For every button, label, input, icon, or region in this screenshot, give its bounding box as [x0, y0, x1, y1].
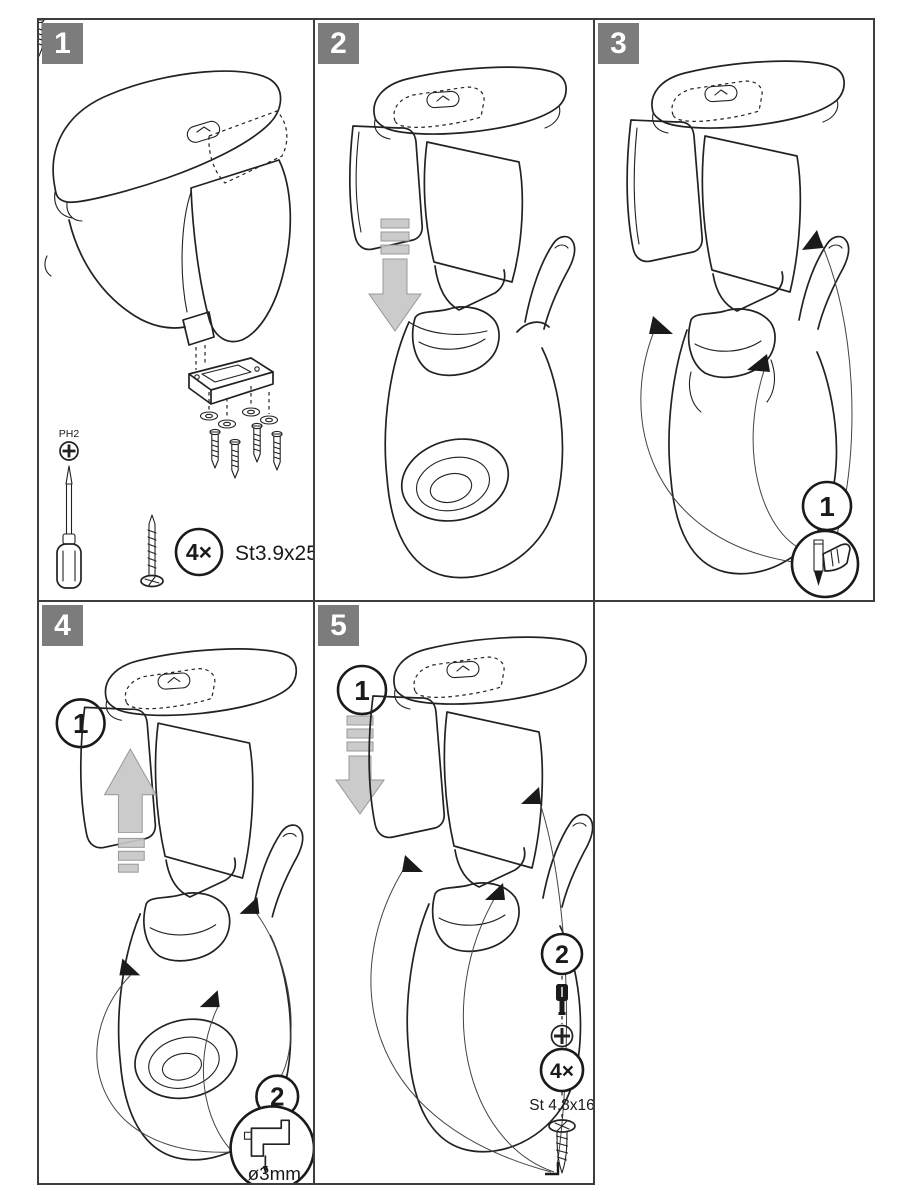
panel-3-illustration: 1 [626, 60, 860, 599]
screwdriver-black-icon [556, 984, 568, 1015]
drill-callout: 2 ø3mm [229, 1074, 313, 1183]
assembly-illustration [79, 648, 304, 1161]
armrest-illustration [368, 636, 587, 888]
quantity-label: 4× [186, 539, 212, 565]
phillips-head-icon [550, 1024, 574, 1048]
latch-tab [704, 84, 738, 103]
console-illustration [384, 235, 576, 579]
step-number: 5 [330, 608, 347, 642]
exploded-fasteners [39, 20, 283, 479]
quantity-badge: 4× [174, 527, 224, 577]
callout-number: 1 [354, 675, 370, 706]
step-number-box: 5 [318, 605, 359, 646]
fixing-point-arrows [96, 896, 292, 1157]
armrest-illustration [349, 66, 567, 311]
step-number: 3 [610, 26, 627, 60]
callout-number: 2 [555, 941, 569, 969]
bracket-icon [188, 357, 274, 405]
callout-number: 1 [73, 708, 88, 739]
step-panel-4: 4 1 [37, 600, 315, 1185]
panel-5-illustration: 1 [335, 636, 593, 1176]
console-illustration [117, 824, 304, 1161]
ph2-bit-icon [59, 441, 79, 461]
marker-pen-icon [813, 539, 851, 586]
panel-1-illustration: PH2 4× [39, 20, 313, 589]
fit-callout: 1 [336, 664, 388, 716]
tools-row: PH2 4× [56, 428, 313, 589]
step-number-box: 4 [42, 605, 83, 646]
drill-icon [243, 1119, 291, 1174]
callout-number: 2 [270, 1083, 284, 1111]
step-number: 1 [54, 26, 71, 60]
handbrake-lever [252, 824, 304, 918]
quantity-label: 4× [550, 1060, 574, 1083]
step-panel-3: 3 [593, 18, 875, 602]
step-panel-5: 5 1 [313, 600, 595, 1185]
assembly-illustration [368, 636, 593, 1153]
latch-tab [426, 90, 460, 109]
handbrake-lever [798, 235, 850, 330]
step-number: 4 [54, 608, 71, 642]
armrest-illustration [79, 648, 298, 898]
screw-spec-label: St 4,8x16 [529, 1097, 593, 1114]
armrest-illustration [626, 60, 845, 312]
screwdriver-icon [56, 465, 82, 589]
screw-large-icon [140, 514, 164, 588]
tool-bit-label: PH2 [59, 428, 80, 440]
drill-diameter-label: ø3mm [248, 1163, 301, 1183]
screw-callout: 2 4× St 4,8x16 [529, 932, 593, 1174]
step-number-box: 3 [598, 23, 639, 64]
step-number-box: 1 [42, 23, 83, 64]
console-illustration [668, 235, 850, 575]
mark-callout: 1 [790, 480, 860, 599]
washer-icon [199, 407, 279, 429]
step-panel-2: 2 [313, 18, 595, 602]
slide-down-arrow-icon [368, 218, 422, 332]
panel-2-illustration [349, 66, 576, 579]
step-number-box: 2 [318, 23, 359, 64]
lift-up-arrow-icon [103, 748, 157, 873]
corner-mark-icon [545, 1162, 560, 1176]
latch-tab [186, 120, 221, 143]
latch-tab [157, 672, 191, 690]
slide-down-arrow-icon [335, 715, 385, 815]
console-illustration [406, 813, 593, 1153]
callout-number: 1 [819, 491, 835, 522]
quantity-badge: 4× [539, 1047, 585, 1093]
step-panel-1: 1 [37, 18, 315, 602]
lift-callout: 1 [55, 698, 106, 749]
screw-spec-label: St3.9x25 [235, 542, 313, 565]
panel-4-illustration: 1 [55, 648, 313, 1183]
step-number: 2 [330, 26, 347, 60]
armrest-illustration [44, 70, 292, 346]
latch-tab [446, 660, 480, 679]
handbrake-lever [516, 235, 576, 333]
fixing-point-arrows [640, 230, 853, 563]
screw-icon [548, 1119, 576, 1174]
fixing-point-arrows [370, 787, 568, 1176]
handbrake-lever [542, 813, 593, 908]
